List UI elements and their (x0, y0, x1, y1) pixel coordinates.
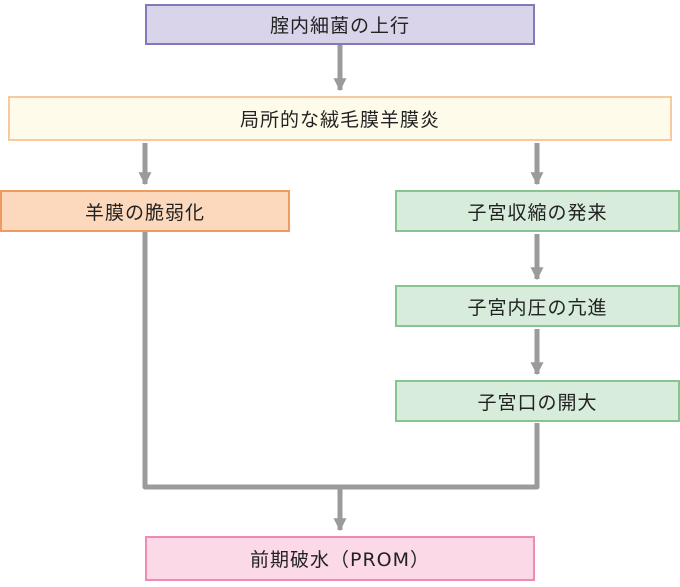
node-intrauterine-pressure-label: 子宮内圧の亢進 (467, 296, 608, 319)
node-uterine-contraction-label: 子宮収縮の発来 (467, 201, 608, 224)
node-ascending-bacteria-label: 腟内細菌の上行 (269, 15, 410, 37)
line-merge-to-prom (142, 232, 540, 490)
node-cervical-dilation-label: 子宮口の開大 (477, 391, 598, 414)
node-prom: 前期破水（PROM） (145, 536, 535, 581)
node-chorioamnionitis: 局所的な絨毛膜羊膜炎 (8, 96, 672, 141)
node-prom-label: 前期破水（PROM） (249, 549, 430, 571)
node-ascending-bacteria: 腟内細菌の上行 (145, 4, 535, 45)
node-cervical-dilation: 子宮口の開大 (395, 380, 680, 422)
node-amnion-weakening: 羊膜の脆弱化 (0, 190, 290, 232)
node-intrauterine-pressure: 子宮内圧の亢進 (395, 285, 680, 327)
node-amnion-weakening-label: 羊膜の脆弱化 (84, 201, 205, 224)
node-chorioamnionitis-label: 局所的な絨毛膜羊膜炎 (239, 109, 440, 131)
node-uterine-contraction: 子宮収縮の発来 (395, 190, 680, 232)
